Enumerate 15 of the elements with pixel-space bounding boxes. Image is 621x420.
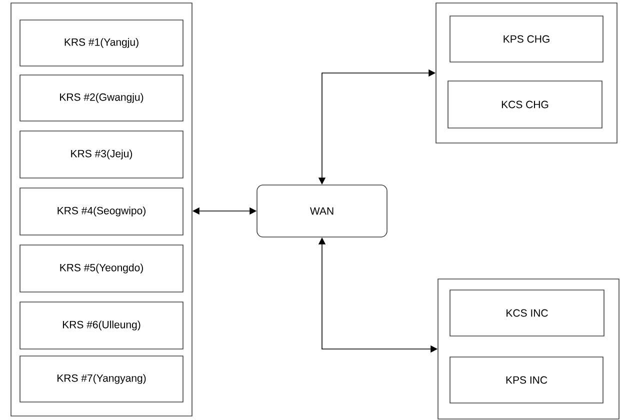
group-box [436,2,618,144]
station-box: KRS #3(Jeju) [20,130,184,178]
network-box: WAN [256,184,388,238]
station-box: KRS #5(Yeongdo) [20,244,184,292]
station-box: KCS INC [450,290,604,336]
station-box: KRS #4(Seogwipo) [20,188,184,236]
group-box [438,278,620,420]
station-box: KRS #6(Ulleung) [20,302,184,350]
station-box: KRS #7(Yangyang) [20,356,184,402]
station-box: KCS CHG [448,80,602,128]
station-box: KPS CHG [450,16,604,62]
group-box [10,2,192,416]
station-box: KRS #2(Gwangju) [20,74,184,122]
station-box: KRS #1(Yangju) [20,20,184,66]
station-box: KPS INC [450,356,604,404]
